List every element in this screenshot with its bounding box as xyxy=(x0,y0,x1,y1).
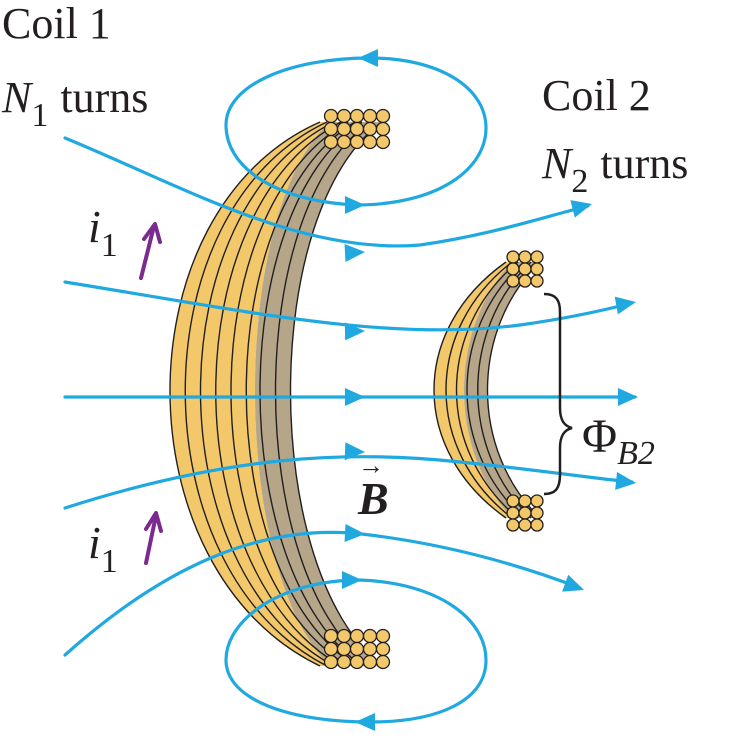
arrowhead-line-1-mid xyxy=(344,244,365,263)
coil-1 xyxy=(169,108,391,670)
flux-label: ΦB2 xyxy=(582,410,655,472)
arrowhead-line-2-end xyxy=(614,296,636,315)
arrowhead-line-4-end xyxy=(615,471,636,490)
current-arrow-upper xyxy=(139,222,162,280)
arrowhead-line-5-mid xyxy=(344,523,365,542)
coil-1-name: Coil 1 xyxy=(2,0,111,48)
coil-2-bottom-wire-ends xyxy=(506,494,544,532)
arrowhead-bottom-loop-inner xyxy=(355,713,375,731)
field-line-4 xyxy=(63,455,634,510)
current-label-lower: i1 xyxy=(88,517,118,580)
field-line-1 xyxy=(63,136,590,248)
coil-2-core xyxy=(464,262,540,518)
arrowhead-top-loop-inner xyxy=(345,196,365,214)
arrowhead-line-5-end xyxy=(562,574,584,592)
arrowhead-line-4-mid xyxy=(344,442,365,461)
coil-1-bottom-wire-ends xyxy=(323,628,391,670)
coil-2-outer-band xyxy=(434,262,512,518)
coil-1-core xyxy=(255,122,382,666)
field-line-2 xyxy=(63,280,634,332)
field-arrowheads xyxy=(342,49,638,731)
arrowhead-top-loop xyxy=(358,49,378,67)
arrowhead-line-2-mid xyxy=(344,322,365,341)
coil-2-top-wire-ends xyxy=(506,250,544,288)
current-arrow-lower xyxy=(144,511,163,565)
coil-1-top-wire-ends xyxy=(323,108,391,150)
arrowhead-line-3-end xyxy=(618,388,638,406)
field-vector-label: B xyxy=(357,473,389,524)
arrowhead-bottom-loop xyxy=(342,571,362,589)
coil-2 xyxy=(433,250,544,532)
current-label-upper: i1 xyxy=(88,201,118,264)
field-vector-arrow: → xyxy=(358,451,384,480)
arrowhead-line-1-end xyxy=(570,200,592,218)
coil-2-name: Coil 2 xyxy=(542,71,651,120)
arrowhead-line-3-mid xyxy=(345,388,365,406)
flux-brace xyxy=(543,292,573,496)
current-arrows xyxy=(139,222,163,565)
